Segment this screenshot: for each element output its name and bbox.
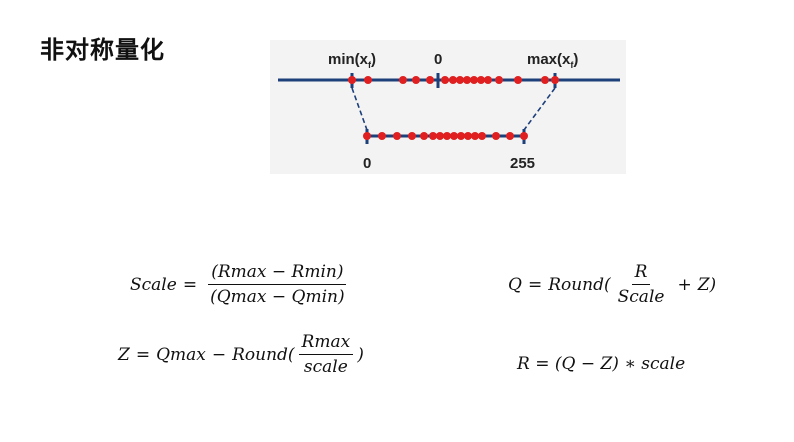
float-min-label: min(xf) xyxy=(328,51,376,70)
sample-dot xyxy=(457,132,465,140)
scale-equals: = xyxy=(182,274,198,295)
scale-denominator: (Qmax − Qmin) xyxy=(210,287,345,307)
z-numerator: Rmax xyxy=(298,332,354,355)
q-numerator: R xyxy=(631,262,651,285)
sample-dot xyxy=(436,132,444,140)
int-value-dots xyxy=(363,132,528,140)
q-zero-point: Z) xyxy=(697,274,717,295)
sample-dot xyxy=(348,76,356,84)
r-formula: R = (Q − Z) ∗ scale xyxy=(517,354,685,374)
q-formula: Q = Round( R Scale + Z) xyxy=(508,262,716,307)
quantization-diagram: min(xf) 0 max(xf) 0 255 xyxy=(270,40,626,174)
z-qmax: Qmax xyxy=(156,344,206,365)
slide-title: 非对称量化 xyxy=(40,36,165,64)
sample-dot xyxy=(426,76,434,84)
sample-dot xyxy=(441,76,449,84)
sample-dot xyxy=(471,132,479,140)
float-max-label: max(xf) xyxy=(527,51,578,70)
scale-lhs: Scale xyxy=(130,274,177,295)
q-equals: = xyxy=(527,274,543,295)
sample-dot xyxy=(477,76,485,84)
sample-dot xyxy=(429,132,437,140)
sample-dot xyxy=(495,76,503,84)
sample-dot xyxy=(393,132,401,140)
z-close: ) xyxy=(357,344,364,365)
scale-fraction: (Rmax − Rmin) (Qmax − Qmin) xyxy=(207,262,348,307)
sample-dot xyxy=(514,76,522,84)
z-equals: = xyxy=(135,344,151,365)
q-round: Round( xyxy=(548,274,611,295)
sample-dot xyxy=(478,132,486,140)
max-mapping-line xyxy=(523,87,556,131)
sample-dot xyxy=(506,132,514,140)
sample-dot xyxy=(456,76,464,84)
q-plus: + xyxy=(677,274,692,295)
r-expression: R = (Q − Z) ∗ scale xyxy=(517,354,686,374)
sample-dot xyxy=(449,76,457,84)
z-formula: Z = Qmax − Round( Rmax scale ) xyxy=(118,332,364,377)
sample-dot xyxy=(541,76,549,84)
z-round: Round( xyxy=(232,344,295,365)
q-fraction: R Scale xyxy=(615,262,668,307)
scale-numerator: (Rmax − Rmin) xyxy=(208,262,347,285)
q-lhs: Q xyxy=(508,274,522,295)
sample-dot xyxy=(450,132,458,140)
sample-dot xyxy=(364,76,372,84)
sample-dot xyxy=(551,76,559,84)
sample-dot xyxy=(464,132,472,140)
sample-dot xyxy=(492,132,500,140)
sample-dot xyxy=(443,132,451,140)
min-mapping-line xyxy=(351,87,368,131)
sample-dot xyxy=(520,132,528,140)
sample-dot xyxy=(408,132,416,140)
sample-dot xyxy=(463,76,471,84)
z-lhs: Z xyxy=(118,344,130,365)
q-denominator: Scale xyxy=(617,287,665,307)
sample-dot xyxy=(470,76,478,84)
sample-dot xyxy=(378,132,386,140)
float-zero-label: 0 xyxy=(434,51,442,68)
float-value-dots xyxy=(348,76,559,84)
int-zero-label: 0 xyxy=(363,155,371,172)
scale-formula: Scale = (Rmax − Rmin) (Qmax − Qmin) xyxy=(130,262,352,307)
sample-dot xyxy=(412,76,420,84)
int-max-label: 255 xyxy=(510,155,535,172)
sample-dot xyxy=(399,76,407,84)
sample-dot xyxy=(363,132,371,140)
z-denominator: scale xyxy=(303,357,348,377)
sample-dot xyxy=(484,76,492,84)
mapping-svg: min(xf) 0 max(xf) 0 255 xyxy=(278,51,620,172)
z-minus: − xyxy=(211,344,227,365)
sample-dot xyxy=(420,132,428,140)
z-fraction: Rmax scale xyxy=(298,332,354,377)
